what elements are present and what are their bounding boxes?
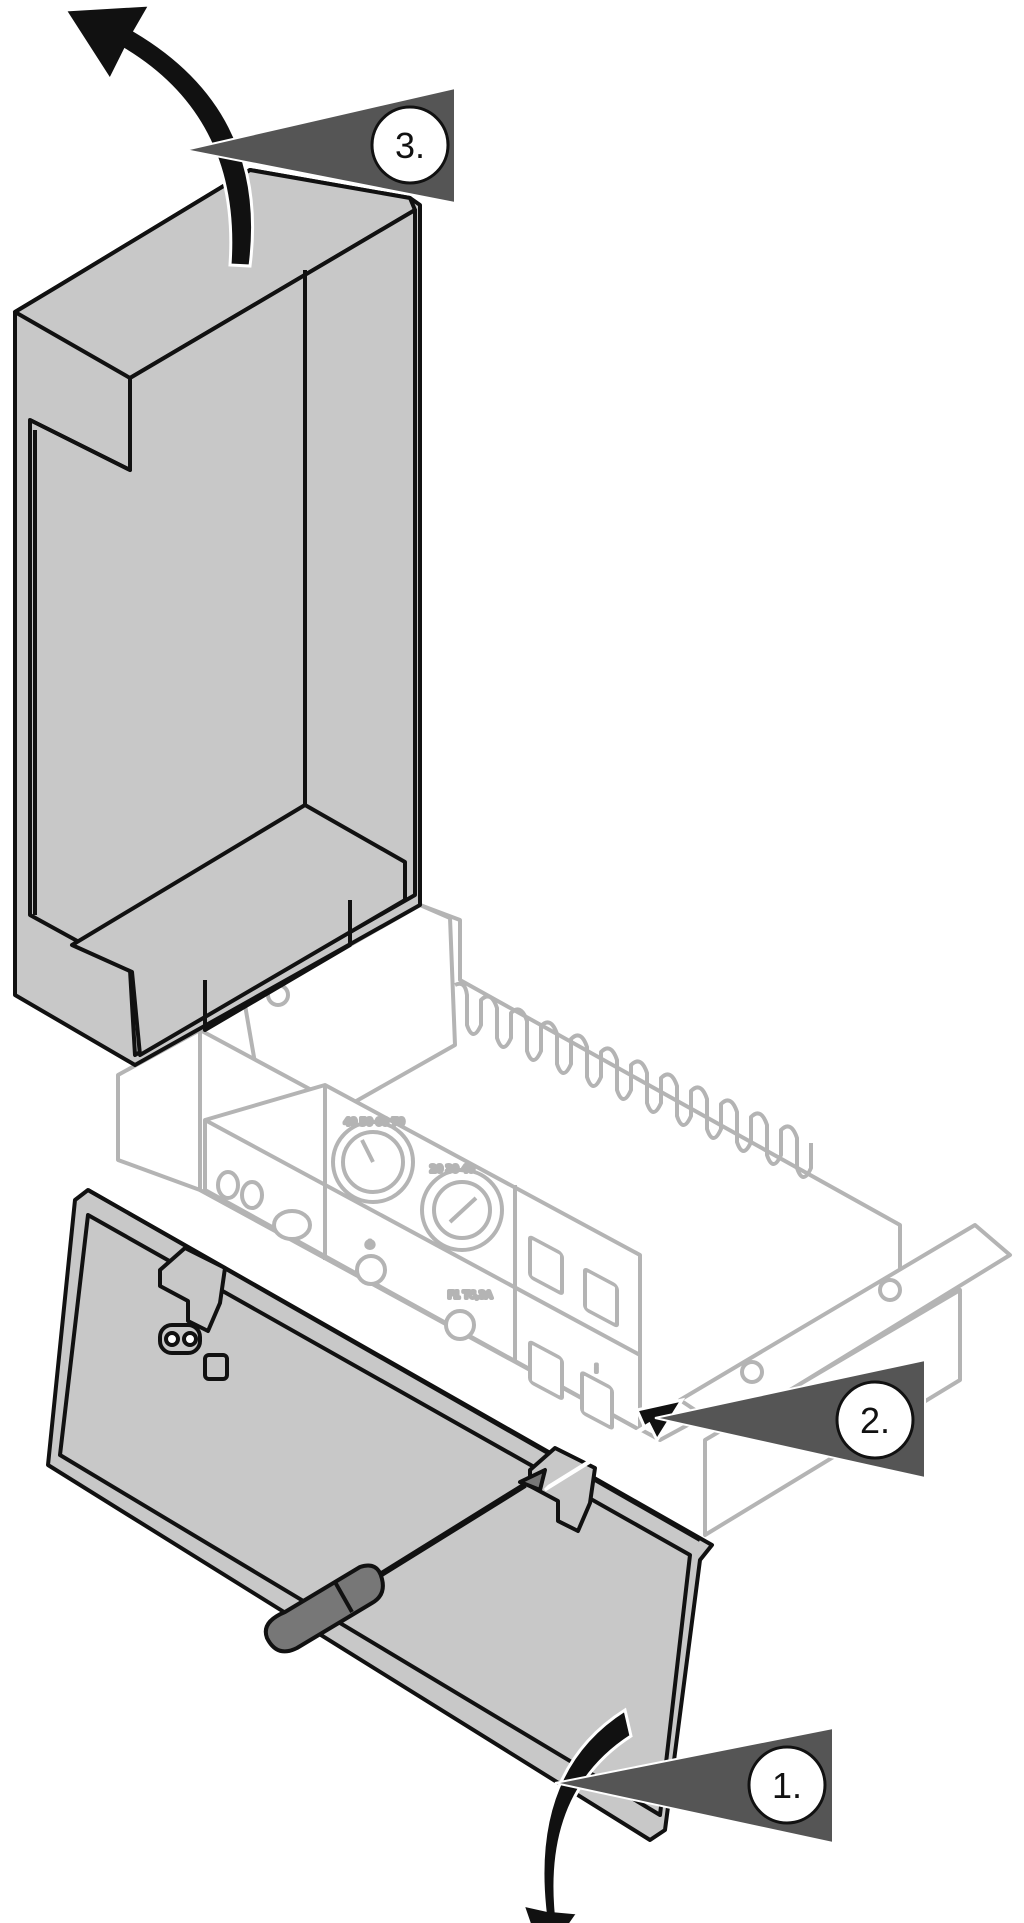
power-symbol: ⏻ (366, 1240, 374, 1251)
hinge-clip-left (158, 1246, 227, 1333)
step-1-label: 1. (772, 1765, 802, 1806)
callout-step2: 2. (654, 1358, 926, 1480)
arrow-step3 (62, 3, 255, 268)
lift-arrow-icon (62, 3, 255, 268)
screwdriver (263, 1468, 547, 1654)
temperature-dial-left (331, 1120, 415, 1204)
info-symbol: i (595, 1364, 598, 1375)
step-3-label: 3. (395, 125, 425, 166)
screwdriver-handle (263, 1563, 385, 1654)
main-switch (580, 1371, 614, 1430)
dial-right-scale: 20 30 40 (430, 1164, 475, 1175)
step-2-label: 2. (860, 1400, 890, 1441)
cable-comb (454, 981, 813, 1179)
base-unit: 40 50 60 70 20 30 40 ⏻ F1 T6,3A i (116, 903, 1012, 1537)
callout-step1: 1. (554, 1726, 834, 1845)
reset-knob (355, 1254, 387, 1286)
top-cover (13, 168, 422, 1067)
fuse-holder (444, 1309, 476, 1341)
temperature-dial-right (420, 1168, 504, 1252)
fuse-label: F1 T6,3A (448, 1290, 492, 1301)
dial-left-scale: 40 50 60 70 (344, 1117, 404, 1128)
callout-step3: 3. (184, 86, 456, 205)
